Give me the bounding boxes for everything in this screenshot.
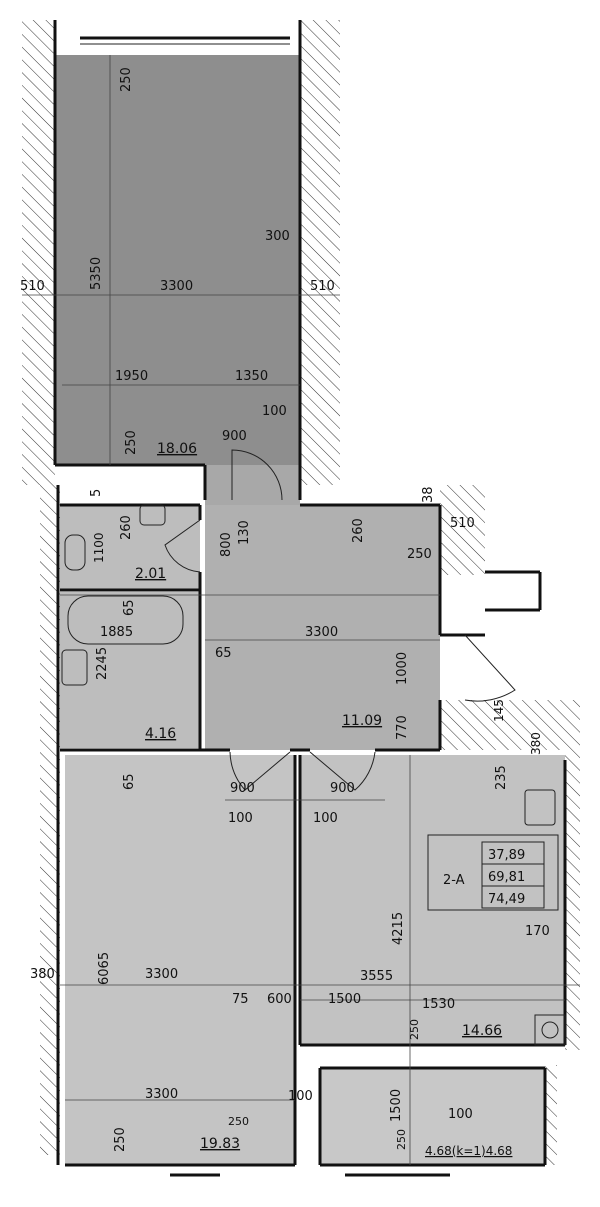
- doors: [164, 449, 516, 791]
- dim-label: 100: [448, 1107, 473, 1122]
- area-hall: 11.09: [342, 713, 382, 729]
- dim-label: 600: [267, 992, 292, 1007]
- room-toilet: [60, 505, 200, 590]
- room-area-labels: 18.06 2.01 4.16 11.09 14.66 19.83 4.68(k…: [135, 441, 512, 1158]
- interior-walls: [53, 20, 567, 1177]
- dim-label: 38: [421, 486, 436, 503]
- dimension-lines: [22, 55, 580, 1165]
- dimension-labels: 250 5350 3300 510 510 300 1950 1350 100 …: [20, 67, 550, 1152]
- dim-label: 65: [122, 773, 137, 790]
- dim-label: 235: [494, 765, 509, 790]
- dim-label: 900: [330, 781, 355, 796]
- dim-label: 1885: [100, 625, 133, 640]
- stove-icon: [534, 1014, 566, 1046]
- total-area-general: 69,81: [488, 870, 525, 885]
- dim-label: 900: [222, 429, 247, 444]
- dim-label: 380: [529, 732, 543, 755]
- dim-label: 260: [351, 518, 366, 543]
- area-bathroom: 4.16: [145, 726, 176, 742]
- room-hall: [205, 505, 440, 750]
- dim-label: 250: [408, 1019, 421, 1040]
- dim-label: 100: [262, 404, 287, 419]
- dim-label: 145: [492, 699, 506, 722]
- room-floors: [55, 55, 565, 1165]
- door-swing-toilet: [164, 519, 201, 573]
- dim-label: 1350: [235, 369, 268, 384]
- dim-label: 250: [407, 547, 432, 562]
- dim-label: 260: [119, 515, 134, 540]
- dim-label: 300: [265, 229, 290, 244]
- dim-label: 510: [450, 516, 475, 531]
- dim-label: 510: [20, 279, 45, 294]
- fixtures: [61, 504, 566, 1046]
- dim-label: 170: [525, 924, 550, 939]
- kitchen-sink-icon: [524, 789, 556, 826]
- dim-label: 65: [215, 646, 232, 661]
- room-living-top: [55, 55, 300, 465]
- room-bathroom: [60, 592, 200, 748]
- sink-icon: [139, 504, 166, 526]
- area-toilet: 2.01: [135, 566, 166, 582]
- dim-label: 250: [119, 67, 134, 92]
- exterior-walls: [22, 20, 580, 1165]
- dim-label: 3555: [360, 969, 393, 984]
- dim-label: 250: [228, 1115, 249, 1128]
- dim-label: 6065: [97, 952, 112, 985]
- dim-label: 1950: [115, 369, 148, 384]
- dim-label: 5: [89, 489, 104, 497]
- dim-label: 65: [122, 599, 137, 616]
- dim-label: 100: [228, 811, 253, 826]
- dim-label: 1530: [422, 997, 455, 1012]
- dim-label: 1500: [328, 992, 361, 1007]
- door-swing-bedroom: [229, 751, 291, 791]
- dim-label: 380: [30, 967, 55, 982]
- dim-label: 3300: [305, 625, 338, 640]
- apartment-code: 2-A: [443, 873, 465, 888]
- dim-label: 1000: [395, 652, 410, 685]
- dim-label: 770: [395, 715, 410, 740]
- door-swing-living: [231, 449, 283, 501]
- stove-burner-icon: [541, 1021, 559, 1039]
- dim-label: 75: [232, 992, 249, 1007]
- total-area-with-loggia: 74,49: [488, 892, 525, 907]
- dim-label: 3300: [145, 967, 178, 982]
- door-swing-balcony: [464, 634, 516, 702]
- door-swing-kitchen: [309, 751, 376, 791]
- dim-label: 250: [395, 1129, 408, 1150]
- area-bedroom: 19.83: [200, 1136, 240, 1152]
- dim-label: 100: [288, 1089, 313, 1104]
- room-bedroom: [65, 755, 295, 1165]
- dim-label: 510: [310, 279, 335, 294]
- dim-label: 4215: [391, 912, 406, 945]
- total-area-living: 37,89: [488, 848, 525, 863]
- dim-label: 250: [124, 430, 139, 455]
- dim-label: 100: [313, 811, 338, 826]
- dim-label: 3300: [160, 279, 193, 294]
- dim-label: 250: [113, 1127, 128, 1152]
- dim-label: 3300: [145, 1087, 178, 1102]
- apartment-info-box: 2-A 37,89 69,81 74,49: [427, 834, 559, 911]
- toilet-icon: [64, 534, 86, 571]
- dim-label: 5350: [89, 257, 104, 290]
- dim-label: 1100: [92, 532, 106, 563]
- room-kitchen: [300, 755, 565, 1045]
- area-kitchen: 14.66: [462, 1023, 502, 1039]
- area-living-top: 18.06: [157, 441, 197, 457]
- dim-label: 900: [230, 781, 255, 796]
- area-loggia: 4.68(k=1)4.68: [425, 1144, 512, 1158]
- dim-label: 2245: [95, 647, 110, 680]
- dim-label: 130: [237, 520, 252, 545]
- dim-label: 800: [219, 532, 234, 557]
- bathtub-icon: [67, 595, 184, 645]
- washbasin-icon: [61, 649, 88, 686]
- room-loggia: [320, 1068, 545, 1165]
- dim-label: 1500: [389, 1089, 404, 1122]
